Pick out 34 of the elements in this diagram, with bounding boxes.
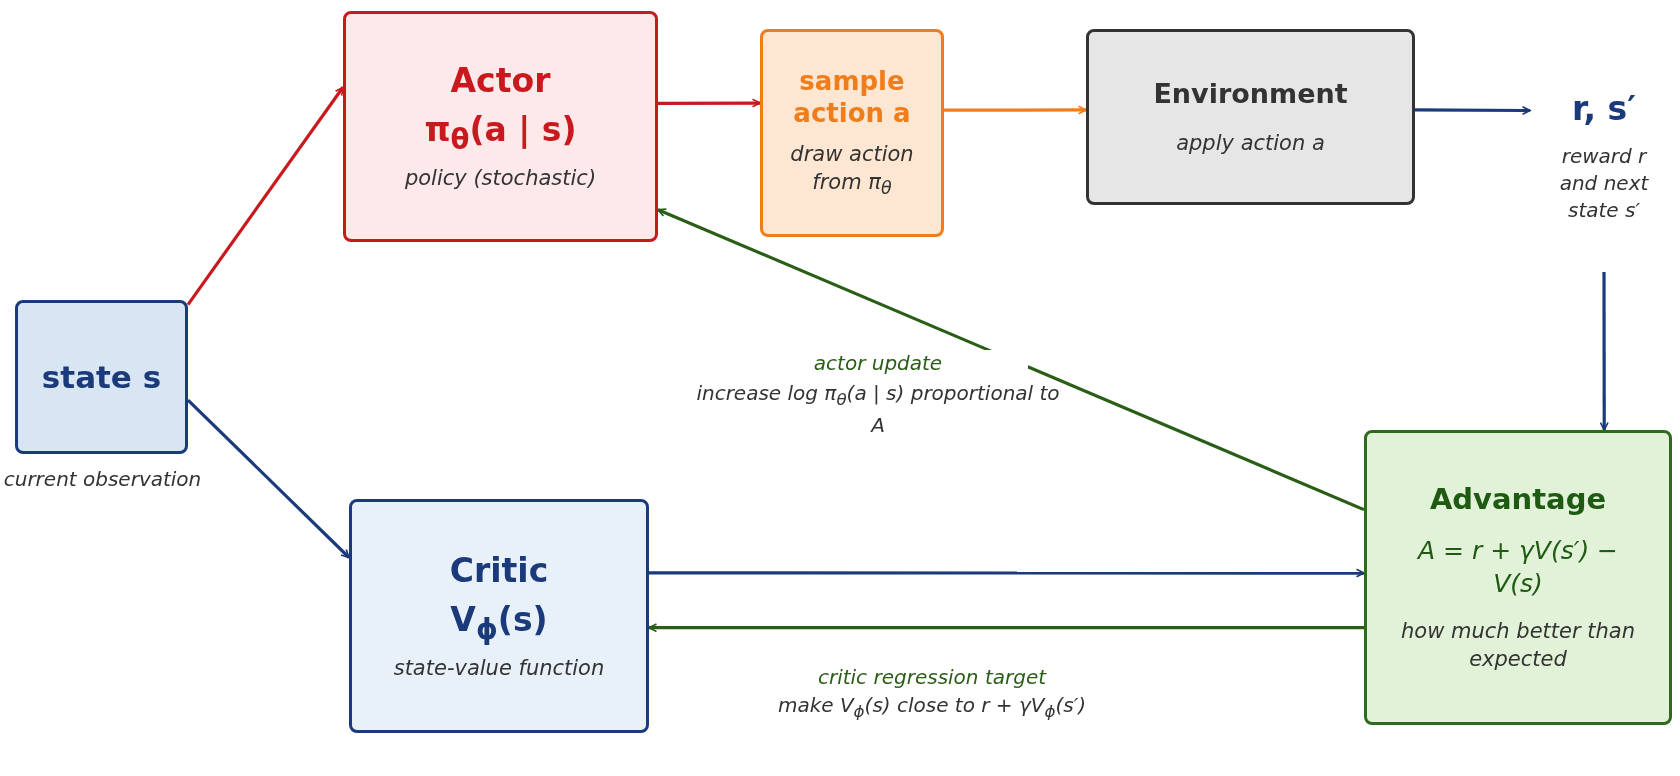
state-box <box>15 300 188 454</box>
annotation-text: make V$_{ϕ}$(s) close to r + γV$_{ϕ}$(s′) <box>776 692 1088 723</box>
critic-box <box>349 499 649 733</box>
node-title: Actor <box>450 60 551 102</box>
formula-text: V$_{ϕ}$(s) <box>450 598 548 646</box>
arrow <box>648 623 1364 633</box>
arrow <box>944 105 1087 115</box>
actor-box <box>343 11 658 242</box>
formula-text: π$_{θ}$(a | s) <box>424 109 577 157</box>
node-title: Advantage <box>1429 481 1607 518</box>
formula-text: A = r + γV(s′) − V(s) <box>1416 534 1620 601</box>
node-title: r, s′ <box>1572 88 1636 130</box>
environment-box <box>1086 29 1415 205</box>
node-description: draw action from π$_{θ}$ <box>789 140 915 201</box>
node-description: apply action a <box>1176 129 1325 157</box>
annotation-text: increase log π$_{θ}$(a | s) proportional to A <box>695 380 1061 439</box>
node-title: state s <box>41 357 162 397</box>
sample-action-box <box>760 29 944 237</box>
advantage-box <box>1364 430 1672 725</box>
arrow <box>657 208 1365 512</box>
node-description: state-value function <box>393 654 605 682</box>
node-title: Critic <box>449 549 549 591</box>
arrow <box>1415 105 1531 116</box>
node-description: policy (stochastic) <box>404 165 597 193</box>
node-description: how much better than expected <box>1400 618 1636 674</box>
node-caption: reward r and next state s′ <box>1558 143 1650 225</box>
arrow <box>1599 272 1609 431</box>
node-title: Environment <box>1153 76 1348 111</box>
arrow <box>649 568 1365 578</box>
node-title: sample action a <box>792 64 912 130</box>
arrow <box>186 86 345 306</box>
arrow <box>186 398 351 559</box>
arrow <box>658 98 761 108</box>
node-caption: current observation <box>2 466 203 493</box>
